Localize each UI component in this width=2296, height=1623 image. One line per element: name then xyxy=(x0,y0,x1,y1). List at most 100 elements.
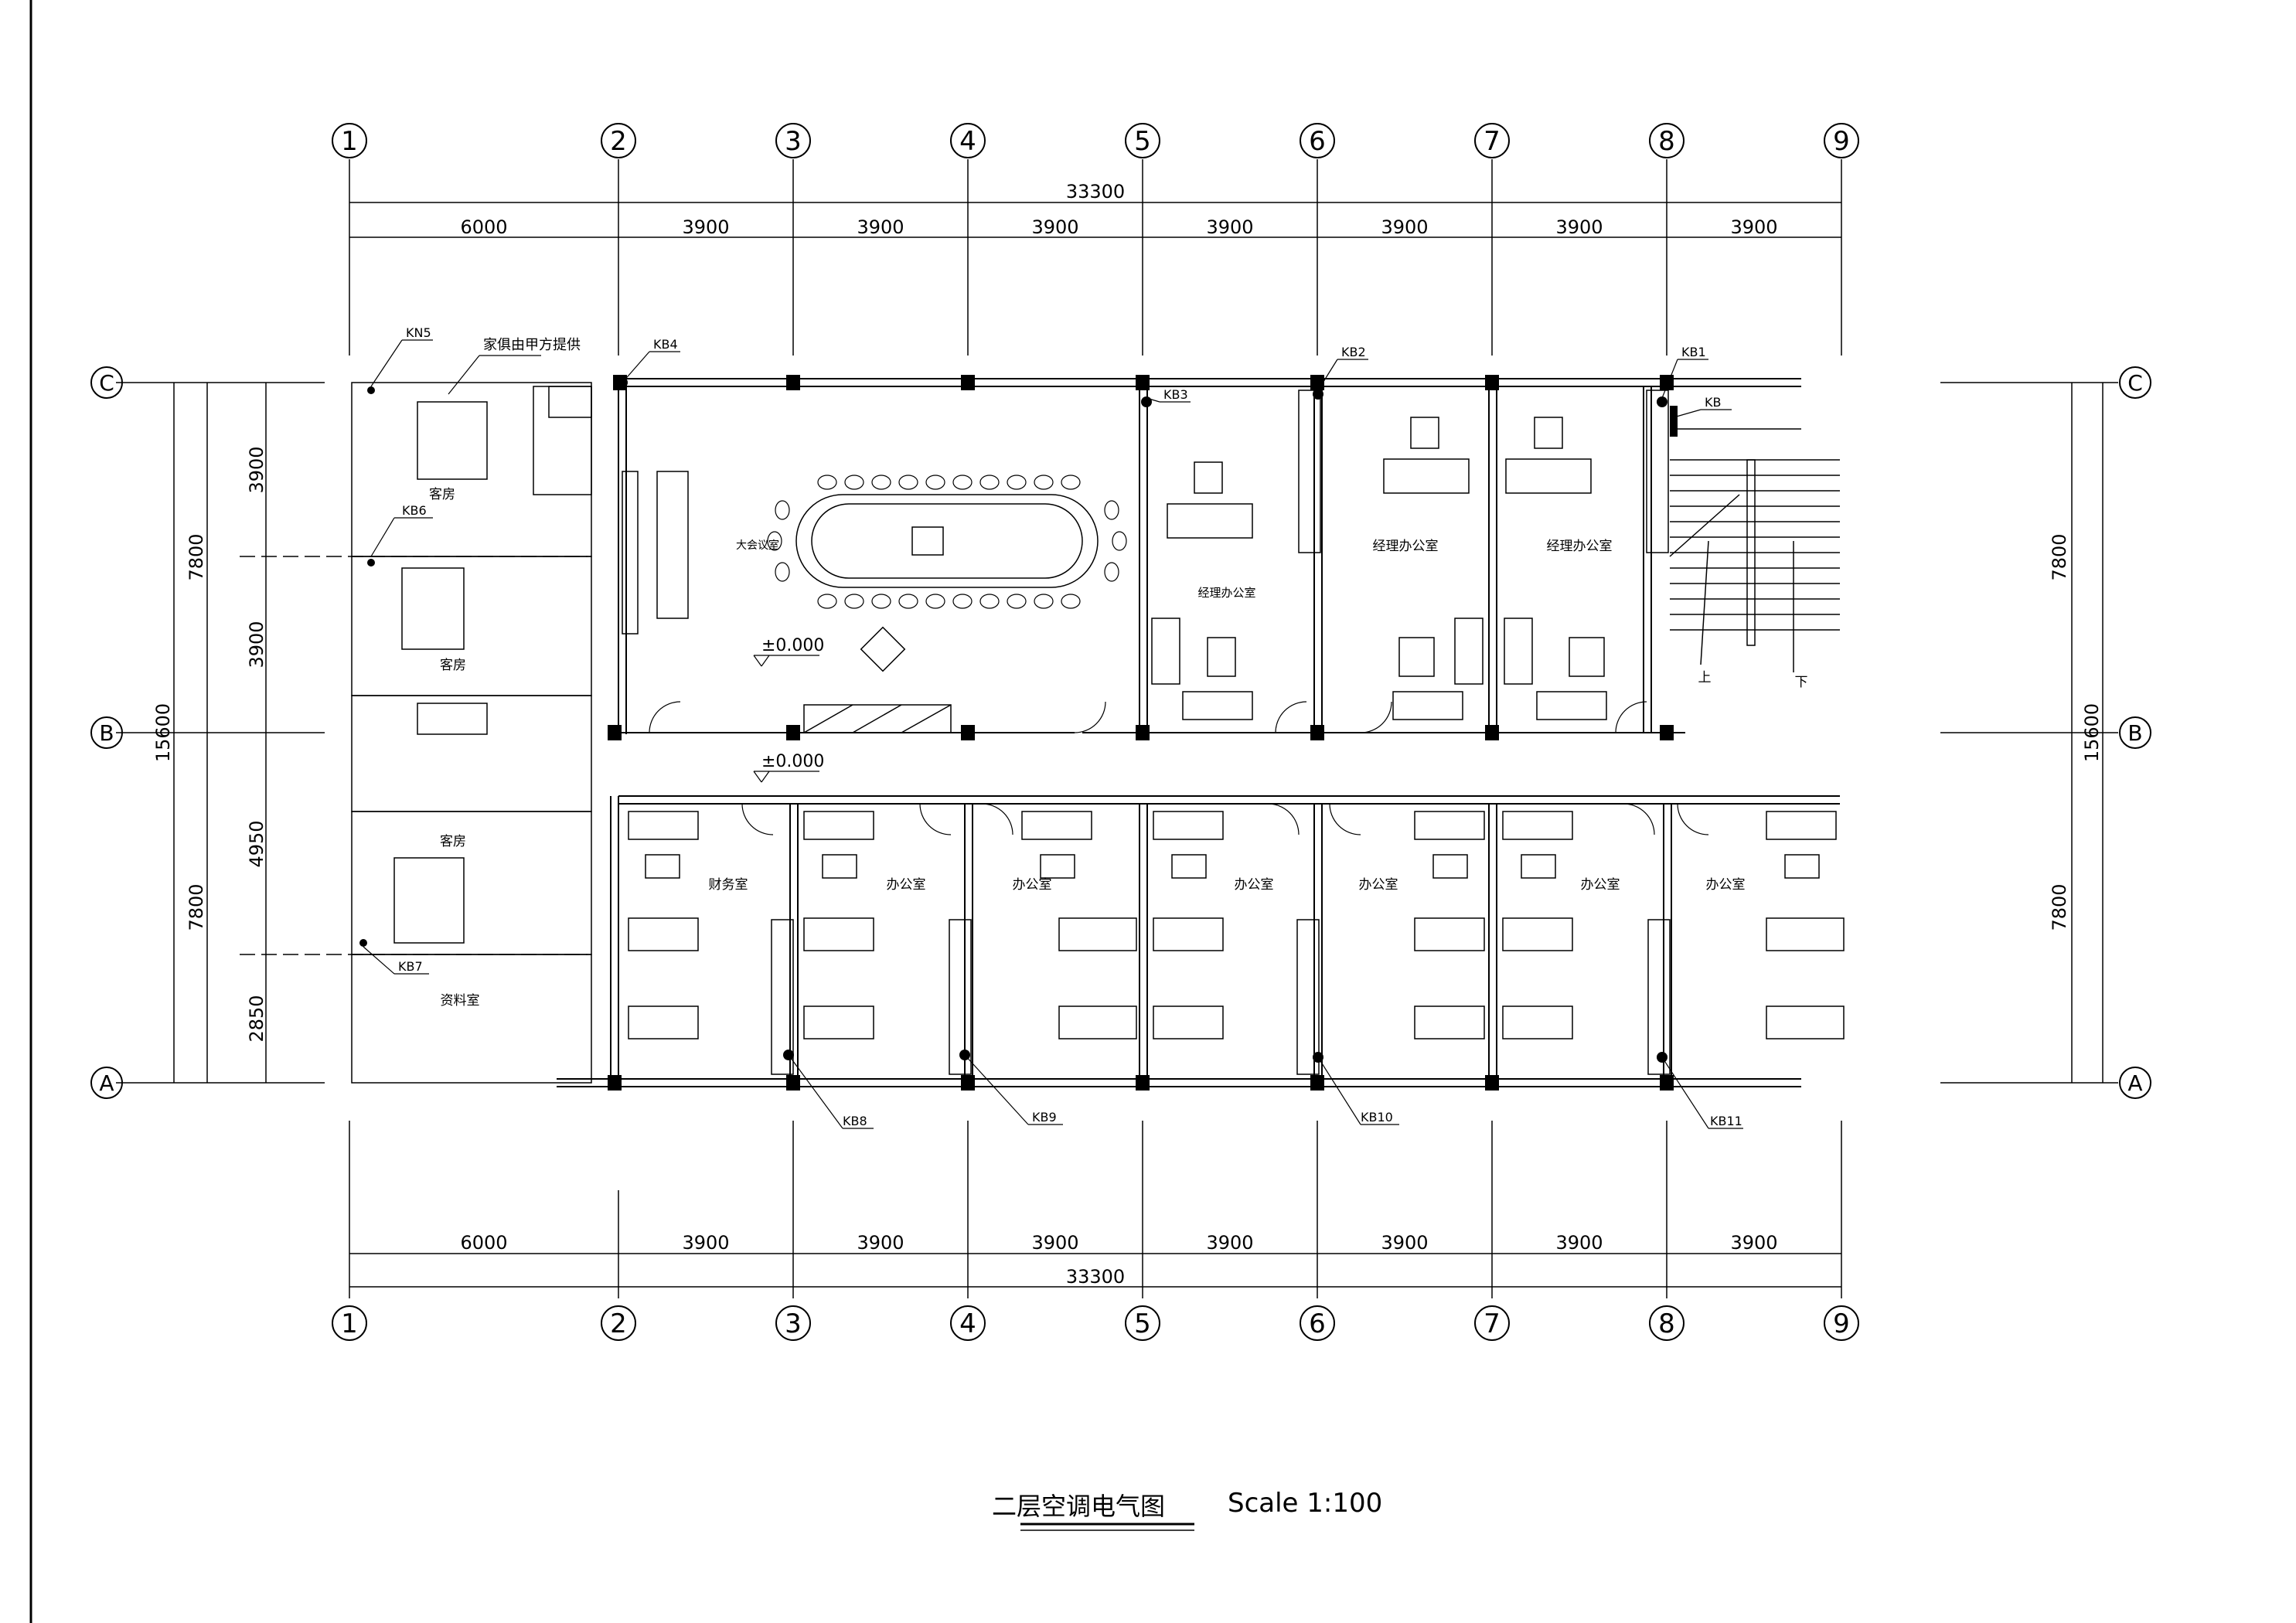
structural-columns xyxy=(608,375,1674,1091)
top-dim-6: 3900 xyxy=(1381,216,1428,238)
row-axis-bubbles: C B A C B A xyxy=(90,366,2151,1099)
axis-right-b: B xyxy=(2127,720,2142,746)
left-total-dim: 15600 xyxy=(152,703,174,762)
top-dim-5: 3900 xyxy=(1206,216,1253,238)
conference-table xyxy=(622,471,1099,635)
axis-bottom-4: 4 xyxy=(959,1308,976,1339)
drawing-title: 二层空调电气图 xyxy=(992,1492,1165,1521)
axis-top-6: 6 xyxy=(1309,126,1326,157)
tag-leader-lines xyxy=(363,339,1743,1129)
bottom-dim-5: 3900 xyxy=(1206,1232,1253,1254)
top-dimension-lines xyxy=(349,202,1841,238)
left-inner-dim-4: 2850 xyxy=(246,995,267,1042)
stair-up-label: 上 xyxy=(1698,670,1712,686)
room-office-5: 办公室 xyxy=(1581,877,1620,893)
top-dim-8: 3900 xyxy=(1730,216,1777,238)
tag-kb7: KB7 xyxy=(398,959,423,974)
left-inner-dim-2: 3900 xyxy=(246,621,267,668)
axis-top-1: 1 xyxy=(341,126,358,157)
elevation-corridor: ±0.000 xyxy=(761,752,824,771)
axis-bottom-1: 1 xyxy=(341,1308,358,1339)
axis-top-7: 7 xyxy=(1484,126,1501,157)
tag-kb6: KB6 xyxy=(402,503,427,518)
axis-top-4: 4 xyxy=(959,126,976,157)
top-dim-3: 3900 xyxy=(857,216,904,238)
tag-kb9: KB9 xyxy=(1032,1110,1057,1125)
office-furniture xyxy=(628,811,1845,1075)
top-dim-1: 6000 xyxy=(460,216,507,238)
upper-partitions xyxy=(1139,386,1652,733)
right-dimension-lines xyxy=(2071,383,2104,1083)
stair-down-label: 下 xyxy=(1795,675,1808,690)
bottom-dimension-lines xyxy=(349,1253,1841,1288)
axis-bottom-9: 9 xyxy=(1833,1308,1850,1339)
axis-top-9: 9 xyxy=(1833,126,1850,157)
axis-top-3: 3 xyxy=(785,126,802,157)
manager-office-furniture xyxy=(1151,390,1669,720)
room-guest-2: 客房 xyxy=(440,658,466,673)
room-meeting: 大会议室 xyxy=(736,539,779,552)
staircase xyxy=(1669,428,1840,672)
column-axis-bubbles-bottom: 1 2 3 4 5 6 7 8 9 xyxy=(332,1305,1859,1341)
tag-kn5: KN5 xyxy=(406,325,431,340)
ac-unit-symbols xyxy=(359,377,1678,1063)
room-manager-1: 经理办公室 xyxy=(1197,586,1255,600)
door-swings xyxy=(649,701,1709,835)
elevation-symbols xyxy=(753,655,819,783)
axis-bottom-6: 6 xyxy=(1309,1308,1326,1339)
lower-partitions xyxy=(789,804,1672,1079)
top-dim-4: 3900 xyxy=(1031,216,1078,238)
axis-bottom-7: 7 xyxy=(1484,1308,1501,1339)
bottom-dim-6: 3900 xyxy=(1381,1232,1428,1254)
room-guest-3: 客房 xyxy=(440,834,466,849)
room-manager-3: 经理办公室 xyxy=(1547,539,1613,554)
tag-kb4: KB4 xyxy=(653,337,678,352)
tag-kb: KB xyxy=(1705,395,1721,410)
axis-top-2: 2 xyxy=(610,126,627,157)
room-office-3: 办公室 xyxy=(1235,877,1274,893)
bottom-dim-4: 3900 xyxy=(1031,1232,1078,1254)
left-inner-dim-3: 4950 xyxy=(246,820,267,867)
room-manager-2: 经理办公室 xyxy=(1373,539,1439,554)
room-guest-1: 客房 xyxy=(429,487,455,502)
bottom-dim-3: 3900 xyxy=(857,1232,904,1254)
axis-right-a: A xyxy=(2127,1070,2142,1096)
axis-bottom-2: 2 xyxy=(610,1308,627,1339)
left-inner-dim-1: 3900 xyxy=(246,446,267,493)
room-office-1: 办公室 xyxy=(887,877,926,893)
drawing-scale: Scale 1:100 xyxy=(1228,1488,1382,1519)
column-axis-bubbles-top: 1 2 3 4 5 6 7 8 9 xyxy=(332,123,1859,158)
room-archive: 资料室 xyxy=(441,993,480,1009)
elevation-meeting: ±0.000 xyxy=(761,636,824,655)
left-dimension-lines xyxy=(173,383,267,1083)
right-total-dim: 15600 xyxy=(2081,703,2103,762)
tag-kb2: KB2 xyxy=(1341,345,1366,359)
tag-kb1: KB1 xyxy=(1681,345,1706,359)
axis-bottom-5: 5 xyxy=(1134,1308,1151,1339)
left-mid-dim-1: 7800 xyxy=(186,533,207,580)
left-wing-walls xyxy=(351,382,592,1084)
axis-bottom-3: 3 xyxy=(785,1308,802,1339)
bottom-dim-1: 6000 xyxy=(460,1232,507,1254)
axis-left-b: B xyxy=(99,720,114,746)
bottom-dim-8: 3900 xyxy=(1730,1232,1777,1254)
conference-chairs xyxy=(767,475,1127,609)
meeting-room-cabinet xyxy=(803,626,952,733)
axis-left-c: C xyxy=(99,370,114,396)
top-dim-2: 3900 xyxy=(682,216,729,238)
room-office-6: 办公室 xyxy=(1706,877,1746,893)
bottom-dim-2: 3900 xyxy=(682,1232,729,1254)
tag-kb10: KB10 xyxy=(1361,1110,1393,1125)
tag-kb8: KB8 xyxy=(843,1114,867,1128)
left-mid-dim-2: 7800 xyxy=(186,883,207,931)
room-office-2: 办公室 xyxy=(1013,877,1052,893)
axis-left-a: A xyxy=(99,1070,114,1096)
bottom-total-dimension: 33300 xyxy=(1066,1266,1125,1288)
axis-bottom-8: 8 xyxy=(1658,1308,1675,1339)
exterior-walls xyxy=(557,378,1801,1087)
furniture-note: 家俱由甲方提供 xyxy=(483,337,581,353)
tag-kb3: KB3 xyxy=(1163,387,1188,402)
top-dim-7: 3900 xyxy=(1555,216,1603,238)
axis-top-8: 8 xyxy=(1658,126,1675,157)
axis-right-c: C xyxy=(2127,370,2143,396)
